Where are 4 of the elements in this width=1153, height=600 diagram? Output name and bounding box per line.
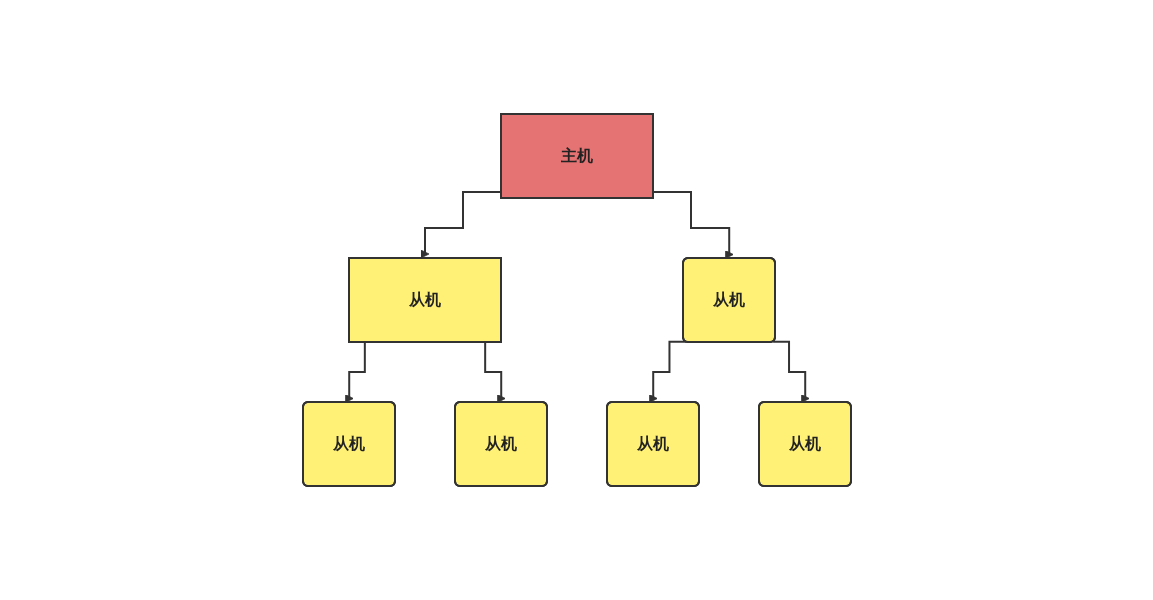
arrow: [648, 340, 687, 403]
node-box: 主机: [499, 113, 654, 199]
arrow: [771, 340, 810, 403]
node-box: 从机: [347, 257, 502, 343]
